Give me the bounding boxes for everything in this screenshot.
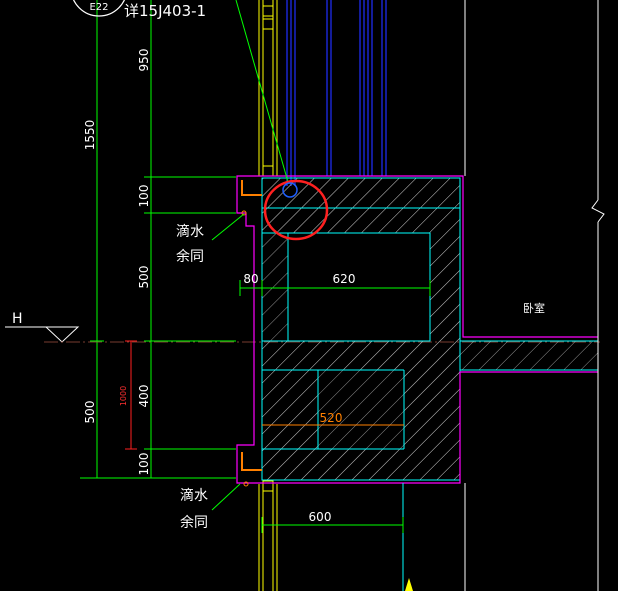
dim-400: 400 (137, 385, 151, 408)
highlight-circle (263, 179, 329, 241)
dim-80: 80 (243, 272, 258, 286)
dim-500-mid: 500 (137, 266, 151, 289)
inner-dimension-column (144, 0, 236, 479)
room-label: 卧室 (523, 301, 545, 315)
dim-100-top: 100 (137, 185, 151, 208)
dim-520: 520 (320, 411, 343, 425)
dim-950: 950 (137, 49, 151, 72)
circle-tag: E22 (89, 2, 108, 13)
glass-lines (286, 0, 387, 186)
window-frame (258, 0, 278, 591)
reference-circle (73, 0, 125, 17)
dim-600: 600 (309, 510, 332, 524)
wall-outline (236, 175, 598, 484)
dim-100-bottom: 100 (137, 453, 151, 476)
note-same-top: 余同 (176, 248, 204, 265)
horizontal-dimensions (239, 280, 431, 533)
dim-500-low: 500 (83, 401, 97, 424)
level-label: H (12, 311, 23, 327)
dimension-1000 (125, 340, 137, 450)
note-drip-top: 滴水 (176, 223, 204, 240)
drip-details (241, 180, 262, 487)
note-same-bottom: 余同 (180, 514, 208, 531)
reference-note: 详15J403-1 (124, 2, 206, 20)
leader-lines (211, 0, 289, 511)
lower-beam (262, 341, 598, 480)
dim-1550: 1550 (83, 120, 97, 151)
note-drip-bottom: 滴水 (180, 487, 208, 504)
right-edge (402, 0, 605, 591)
joint-marker (282, 182, 298, 198)
dim-620: 620 (333, 272, 356, 286)
dim-1000: 1000 (119, 386, 128, 406)
